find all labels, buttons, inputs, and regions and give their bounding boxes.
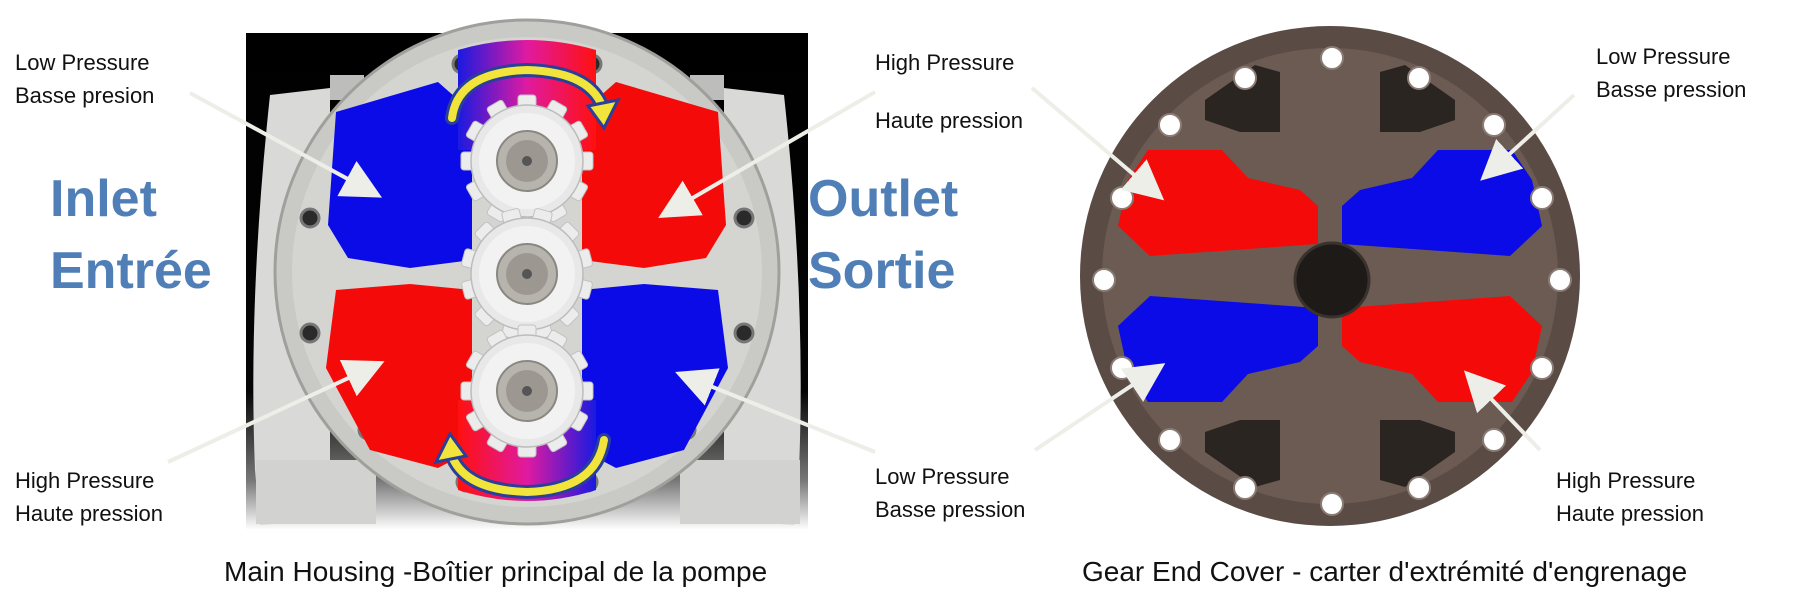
label-left-top-en: Low Pressure	[15, 50, 150, 75]
cavity-outlet-high	[582, 82, 726, 268]
cavity-inlet-low	[328, 82, 472, 268]
label-left-bottom-en: High Pressure	[15, 468, 155, 493]
caption-gear-cover: Gear End Cover - carter d'extrémité d'en…	[1082, 556, 1688, 587]
caption-main-housing: Main Housing -Boîtier principal de la po…	[224, 556, 768, 587]
cover-center-hole	[1293, 241, 1371, 319]
label-left-top-fr: Basse presion	[15, 83, 155, 108]
cover-bolt-holes	[1092, 46, 1572, 516]
label-right-bottom-fr: Haute pression	[1556, 501, 1704, 526]
label-left-bottom: High Pressure Haute pression	[15, 464, 163, 530]
cavity-inlet-high	[326, 284, 472, 468]
pointer-lines-left	[167, 90, 877, 464]
cover-zone-low-bottom	[1118, 296, 1318, 402]
label-mid-top-fr: Haute pression	[875, 108, 1023, 133]
rotation-arrow-top-icon	[445, 62, 621, 131]
main-housing-illustration	[246, 18, 808, 530]
label-right-bottom: High Pressure Haute pression	[1556, 464, 1704, 530]
rotation-arrow-bottom-icon	[433, 431, 611, 500]
label-left-top: Low Pressure Basse presion	[15, 46, 154, 112]
cover-zone-high-top	[1118, 150, 1318, 256]
label-left-bottom-fr: Haute pression	[15, 501, 163, 526]
pointer-lines-right	[1030, 86, 1576, 452]
label-mid-bottom-fr: Basse pression	[875, 497, 1026, 522]
inlet-title-en: Inlet	[50, 170, 157, 228]
cavity-outlet-low	[582, 284, 728, 468]
inlet-title: Inlet Entrée	[50, 163, 212, 307]
label-mid-bottom-en: Low Pressure	[875, 464, 1010, 489]
outlet-title-en: Outlet	[808, 170, 959, 228]
outlet-title-fr: Sortie	[808, 242, 956, 300]
label-right-top: Low Pressure Basse pression	[1596, 40, 1746, 106]
label-right-top-en: Low Pressure	[1596, 44, 1731, 69]
inlet-title-fr: Entrée	[50, 242, 212, 300]
label-right-bottom-en: High Pressure	[1556, 468, 1696, 493]
outlet-title: Outlet Sortie	[808, 163, 958, 307]
label-right-top-fr: Basse pression	[1596, 77, 1747, 102]
gear-middle	[460, 207, 594, 341]
cover-slots	[1205, 65, 1455, 487]
label-mid-bottom: Low Pressure Basse pression	[875, 460, 1025, 526]
label-mid-top-en: High Pressure	[875, 50, 1015, 75]
gear-end-cover-illustration	[1080, 26, 1580, 526]
